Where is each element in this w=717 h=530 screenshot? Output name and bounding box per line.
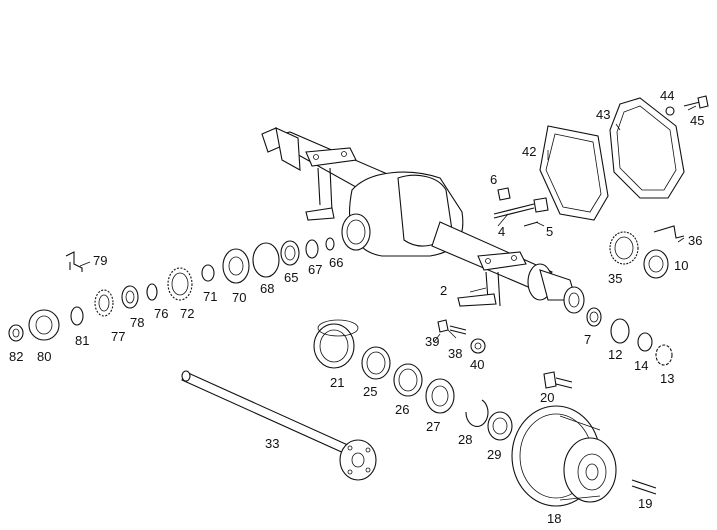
label-35: 35: [608, 271, 622, 286]
label-2: 2: [440, 283, 447, 298]
label-70: 70: [232, 290, 246, 305]
label-67: 67: [308, 262, 322, 277]
left-ring-76: [146, 283, 158, 301]
label-80: 80: [37, 349, 51, 364]
race-10: [643, 249, 669, 279]
label-14: 14: [634, 358, 648, 373]
label-38: 38: [448, 346, 462, 361]
axle-housing: [261, 127, 585, 314]
clip-79: [65, 251, 83, 272]
stud-19: [631, 479, 657, 495]
label-39: 39: [425, 334, 439, 349]
label-20: 20: [540, 390, 554, 405]
label-68: 68: [260, 281, 274, 296]
bearing-35: [609, 231, 639, 265]
nut-40: [470, 338, 486, 354]
label-40: 40: [470, 357, 484, 372]
label-79: 79: [93, 253, 107, 268]
ring-26: [393, 363, 423, 397]
left-ring-71: [201, 264, 215, 282]
label-36: 36: [688, 233, 702, 248]
label-19: 19: [638, 496, 652, 511]
label-27: 27: [426, 419, 440, 434]
left-bearing-65: [280, 240, 300, 266]
label-28: 28: [458, 432, 472, 447]
label-42: 42: [522, 144, 536, 159]
label-71: 71: [203, 289, 217, 304]
label-72: 72: [180, 306, 194, 321]
label-7: 7: [584, 332, 591, 347]
label-13: 13: [660, 371, 674, 386]
bolt-20: [543, 371, 573, 389]
long-bolt: [493, 197, 549, 219]
drain-plug: [497, 187, 511, 201]
label-6: 6: [490, 172, 497, 187]
cover-gasket: [539, 125, 609, 221]
label-44: 44: [660, 88, 674, 103]
ring-25: [361, 346, 391, 380]
label-33: 33: [265, 436, 279, 451]
bearing-27: [425, 378, 455, 414]
ring-12: [610, 318, 630, 344]
label-78: 78: [130, 315, 144, 330]
label-26: 26: [395, 402, 409, 417]
left-bearing-78: [121, 285, 139, 309]
label-21: 21: [330, 375, 344, 390]
label-76: 76: [154, 306, 168, 321]
label-43: 43: [596, 107, 610, 122]
label-12: 12: [608, 347, 622, 362]
axle-shaft: [181, 370, 377, 481]
ring-7: [586, 307, 602, 327]
bearing-29: [487, 411, 513, 441]
axle-cover: [609, 97, 685, 199]
label-18: 18: [547, 511, 561, 526]
brake-drum: [511, 405, 617, 507]
left-ring-66: [325, 237, 335, 251]
label-81: 81: [75, 333, 89, 348]
label-65: 65: [284, 270, 298, 285]
bracket-36: [653, 225, 685, 239]
label-25: 25: [363, 384, 377, 399]
stud-38: [437, 319, 467, 335]
label-45: 45: [690, 113, 704, 128]
pin: [523, 221, 539, 227]
lock-13: [655, 344, 673, 366]
label-10: 10: [674, 258, 688, 273]
left-nut-82: [8, 324, 24, 342]
label-77: 77: [111, 329, 125, 344]
left-ring-68: [252, 242, 280, 278]
leader-lines: [79, 105, 697, 343]
left-nut-77: [94, 289, 114, 317]
left-ring-81: [70, 306, 84, 326]
snap-ring-28: [465, 399, 489, 427]
label-5: 5: [546, 224, 553, 239]
left-bearing-70: [222, 248, 250, 284]
callout-labels: 2 4 5 6 7 10 12 13 14 18 19 20 21 25 26 …: [9, 88, 704, 526]
label-66: 66: [329, 255, 343, 270]
label-4: 4: [498, 224, 505, 239]
label-29: 29: [487, 447, 501, 462]
seal-21: [313, 319, 359, 369]
nut-14: [637, 332, 653, 352]
cover-bolt: [665, 95, 709, 116]
label-82: 82: [9, 349, 23, 364]
left-flange-80: [28, 309, 60, 341]
left-gear-72: [167, 267, 193, 301]
left-ring-67: [305, 239, 319, 259]
